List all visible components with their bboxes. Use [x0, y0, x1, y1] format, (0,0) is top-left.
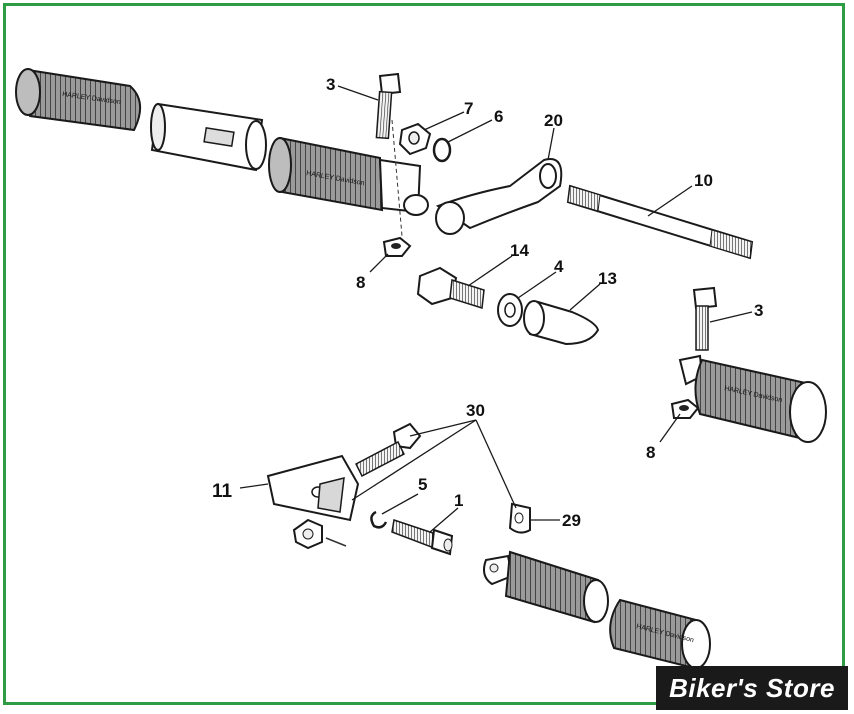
footpeg-sleeve	[150, 102, 267, 172]
footpeg-rubber-right: HARLEY Davidson	[678, 354, 827, 443]
nut-8-upper	[382, 236, 412, 257]
callout-4: 4	[554, 257, 564, 276]
callout-6: 6	[494, 107, 503, 126]
washer-29	[508, 502, 531, 534]
callout-13: 13	[598, 269, 617, 288]
leader-lines	[239, 85, 753, 533]
callout-10: 10	[694, 171, 713, 190]
callout-5: 5	[418, 475, 427, 494]
store-watermark: Biker's Store	[656, 666, 848, 710]
pin-1	[391, 519, 454, 556]
footpeg-rubber-extra: HARLEY Davidson	[609, 598, 711, 670]
rod-10	[566, 184, 754, 260]
bolt-3-right	[692, 286, 718, 351]
callout-29: 29	[562, 511, 581, 530]
callout-8-lower: 8	[646, 443, 655, 462]
lockwasher-6	[432, 137, 452, 163]
nut-7	[398, 122, 432, 156]
clip-5	[370, 510, 388, 529]
spacer-13	[523, 300, 600, 346]
callout-11: 11	[212, 481, 233, 502]
bolt-3-top	[375, 72, 402, 140]
callout-14: 14	[510, 241, 529, 260]
bolt-14	[416, 266, 485, 309]
callout-20: 20	[544, 111, 563, 130]
diagram-frame	[3, 3, 845, 705]
linkage-arm-20	[435, 158, 563, 235]
footpeg-rubber-left: HARLEY Davidson	[15, 68, 141, 132]
nut-8-lower	[670, 398, 700, 419]
callout-1: 1	[454, 491, 463, 510]
nut-clevis	[292, 518, 323, 550]
clevis-11	[266, 454, 360, 522]
footpeg-rubber-middle: HARLEY Davidson	[268, 136, 429, 216]
callout-7: 7	[464, 99, 473, 118]
washer-4	[497, 293, 523, 327]
callout-3-right: 3	[754, 301, 763, 320]
callout-8-upper: 8	[356, 273, 365, 292]
callout-30: 30	[466, 401, 485, 420]
bolt-30	[355, 422, 422, 478]
footpeg-rubber-bottom	[483, 550, 609, 624]
callout-3-top: 3	[326, 75, 335, 94]
